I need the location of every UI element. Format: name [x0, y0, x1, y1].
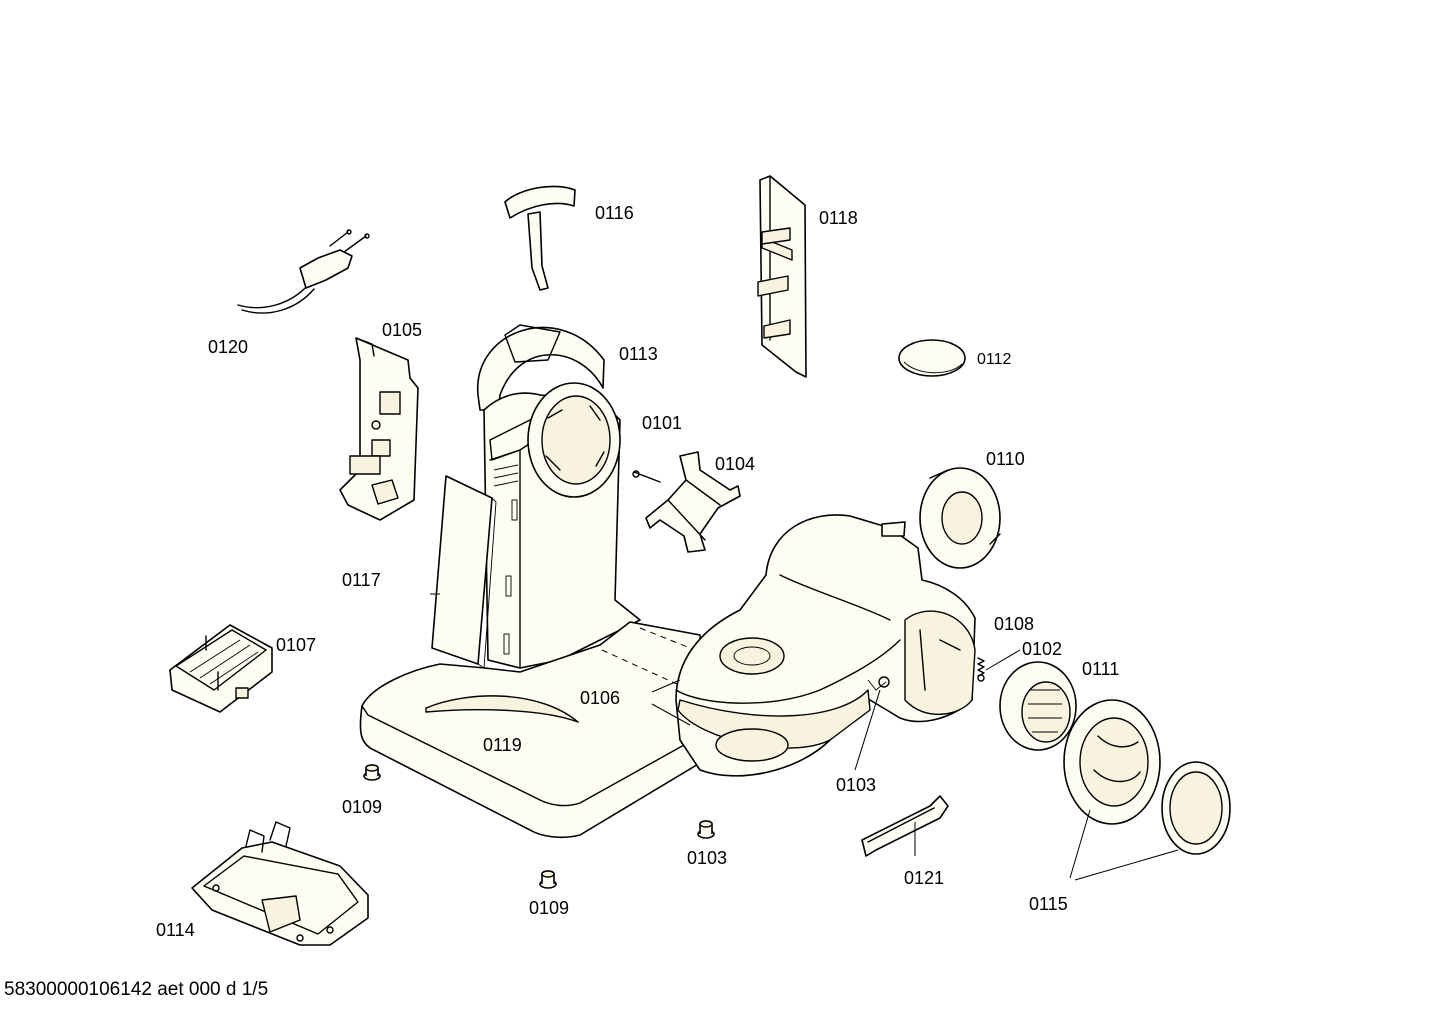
label-0116: 0116	[595, 203, 634, 223]
part-0119-base-plate	[359, 621, 721, 838]
label-0103-foot: 0103	[687, 848, 727, 868]
part-0102-gear	[999, 661, 1077, 751]
label-0114: 0114	[156, 920, 195, 940]
part-0106-motor-arm-housing	[675, 514, 976, 777]
part-0111-cap	[1063, 699, 1161, 825]
part-0113-column-cover	[477, 324, 605, 411]
part-0110-ring	[919, 467, 1001, 569]
part-0120-power-cord	[237, 229, 370, 314]
label-0106: 0106	[580, 688, 620, 708]
part-0103-foot	[697, 820, 715, 839]
part-0121-spanner	[861, 795, 949, 857]
label-0109-bottom: 0109	[529, 898, 569, 918]
part-0114-bottom-cover	[191, 821, 369, 946]
label-0109-left: 0109	[342, 797, 382, 817]
label-0110: 0110	[986, 449, 1025, 469]
part-0118-rail-strip	[757, 175, 807, 378]
part-0109-foot-left	[363, 764, 381, 781]
label-0113: 0113	[619, 344, 658, 364]
label-0119: 0119	[483, 735, 522, 755]
part-0108-spring	[977, 657, 985, 682]
part-0105-circuit-board	[339, 337, 419, 521]
label-0103-arm: 0103	[836, 775, 876, 795]
part-0104-drive-spider	[632, 451, 741, 553]
part-0112-disc	[898, 339, 966, 377]
label-0108: 0108	[994, 614, 1034, 634]
document-id-footer: 58300000106142 aet 000 d 1/5	[4, 979, 269, 1000]
label-0117: 0117	[342, 570, 381, 590]
label-0120: 0120	[208, 337, 248, 357]
label-0101: 0101	[642, 413, 682, 433]
label-0105: 0105	[382, 320, 422, 340]
part-0116-cover-clip	[504, 185, 576, 291]
leader-lines	[430, 593, 1179, 881]
part-0109-foot-bottom	[539, 870, 557, 889]
label-0121: 0121	[904, 868, 944, 888]
label-0107: 0107	[276, 635, 316, 655]
label-0102: 0102	[1022, 639, 1062, 659]
part-labels: 0101 0102 0103 0103 0104 0105 0106 0107 …	[156, 203, 1119, 940]
part-0117-side-panel	[431, 475, 497, 669]
part-0107-filter-tray	[169, 624, 273, 713]
label-0115: 0115	[1029, 894, 1068, 914]
label-0111: 0111	[1082, 659, 1119, 679]
part-0101-coupling-ring	[527, 382, 621, 498]
label-0104: 0104	[715, 454, 755, 474]
label-0118: 0118	[819, 208, 858, 228]
label-0112: 0112	[977, 351, 1012, 368]
part-0115-ring	[1161, 761, 1231, 855]
